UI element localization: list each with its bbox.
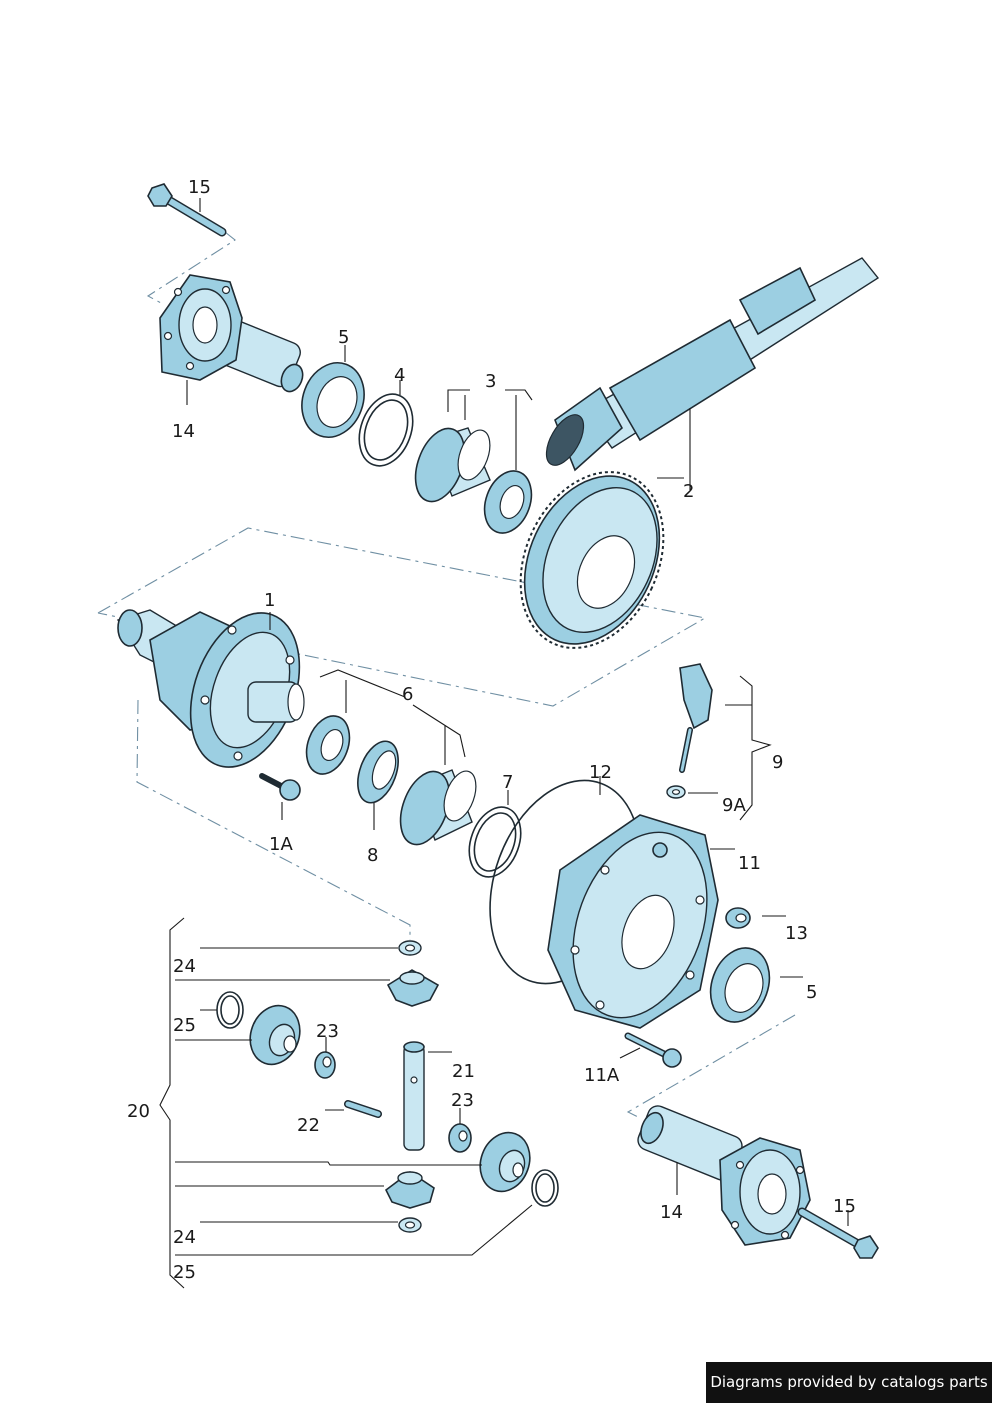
callout-4: 4 (394, 365, 405, 386)
ring-gear (519, 471, 665, 649)
planet-gear-top (386, 969, 440, 1007)
callout-23-bottom: 23 (451, 1090, 474, 1111)
bearing-race-6-outer (399, 769, 477, 846)
callout-22: 22 (297, 1115, 320, 1136)
callout-15-bottom: 15 (833, 1196, 856, 1217)
callout-labels: 15 14 5 4 3 2 1 6 1A 8 7 12 9 9A 11 13 5… (127, 177, 856, 1283)
shim-7 (468, 806, 522, 878)
callout-5-bottom: 5 (806, 982, 817, 1003)
callout-5-top: 5 (338, 327, 349, 348)
washer-9A (666, 785, 686, 799)
callout-21: 21 (452, 1061, 475, 1082)
callout-11A: 11A (584, 1065, 620, 1086)
callout-25-bottom: 25 (173, 1262, 196, 1283)
bolt-15-bottom (797, 1207, 879, 1259)
callout-8: 8 (367, 845, 378, 866)
tapered-bearing-6 (305, 715, 351, 775)
washer-24-top (398, 940, 422, 956)
callout-15-top: 15 (188, 177, 211, 198)
callout-2: 2 (683, 481, 694, 502)
callout-13: 13 (785, 923, 808, 944)
bearing-race-8 (357, 740, 399, 804)
callout-3: 3 (485, 371, 496, 392)
plug-13 (725, 907, 751, 929)
callout-23-top: 23 (316, 1021, 339, 1042)
callout-24-top: 24 (173, 956, 196, 977)
callout-20: 20 (127, 1101, 150, 1122)
roll-pin-22 (344, 1100, 382, 1118)
drive-flange-14-top (159, 274, 304, 393)
side-gear-right (479, 1131, 531, 1193)
callout-12: 12 (589, 762, 612, 783)
callout-1: 1 (264, 590, 275, 611)
drive-flange-14-bottom (637, 1105, 811, 1246)
callout-9A: 9A (722, 795, 746, 816)
bush-23-right (448, 1123, 472, 1153)
side-gear-left (249, 1004, 301, 1066)
callout-25-top: 25 (173, 1015, 196, 1036)
callout-6: 6 (402, 684, 413, 705)
credit-banner: Diagrams provided by catalogs parts (706, 1362, 992, 1403)
callout-14-bottom: 14 (660, 1202, 683, 1223)
callout-1A: 1A (269, 834, 293, 855)
thrust-washer-25-bottom (531, 1169, 559, 1207)
tapered-bearing-3 (483, 470, 533, 534)
bolt-15-top (147, 183, 227, 237)
pinion-shaft-2 (545, 257, 880, 472)
pin-21 (403, 1041, 425, 1151)
callout-14-top: 14 (172, 421, 195, 442)
differential-housing-1 (116, 609, 305, 768)
shaft-seal-5-bottom (709, 947, 771, 1023)
callout-9: 9 (772, 752, 783, 773)
shaft-seal-5-top (301, 362, 365, 438)
bearing-race-3 (414, 427, 491, 503)
callout-11: 11 (738, 853, 761, 874)
bolt-11A (624, 1032, 682, 1068)
washer-24-bottom (398, 1217, 422, 1233)
leader-lines (159, 198, 849, 1289)
assembly-lines (97, 231, 796, 1119)
callout-7: 7 (502, 772, 513, 793)
thrust-washer-25-top (216, 991, 244, 1029)
bush-23-left (314, 1051, 336, 1079)
screw-1A (259, 773, 301, 801)
shim-4 (358, 393, 414, 467)
callout-24-bottom: 24 (173, 1227, 196, 1248)
speed-sender-9 (679, 663, 713, 773)
planet-gear-bottom (384, 1171, 435, 1209)
housing-cover-11 (547, 814, 719, 1029)
